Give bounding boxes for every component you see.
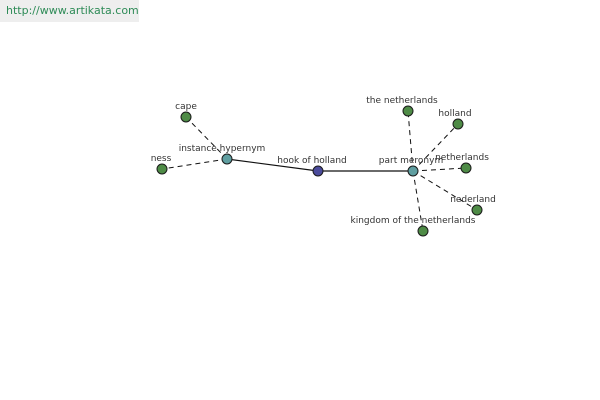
source-url-link[interactable]: http://www.artikata.com: [0, 0, 139, 22]
edge-meronym-netherlands: [412, 167, 467, 172]
edge-meronym-nederland: [412, 170, 478, 211]
edge-meronym-holland: [412, 123, 459, 172]
node-leaf-kingdom-of-the-netherlands[interactable]: [417, 225, 429, 237]
label-relation-part-meronym: part meronym: [379, 156, 443, 166]
node-leaf-netherlands[interactable]: [460, 162, 472, 174]
node-leaf-holland[interactable]: [452, 118, 464, 130]
node-relation-instance-hypernym[interactable]: [221, 153, 233, 165]
node-leaf-cape[interactable]: [180, 111, 192, 123]
edge-meronym-kingdom: [412, 170, 424, 232]
edge-hypernym-cape: [185, 116, 228, 160]
label-leaf-nederland: nederland: [450, 195, 496, 205]
label-leaf-netherlands: netherlands: [435, 153, 489, 163]
label-center-hook-of-holland: hook of holland: [277, 156, 346, 166]
node-relation-part-meronym[interactable]: [407, 165, 419, 177]
label-leaf-ness: ness: [151, 154, 172, 164]
node-center-hook-of-holland[interactable]: [312, 165, 324, 177]
label-leaf-the-netherlands: the netherlands: [366, 96, 438, 106]
label-leaf-cape: cape: [175, 102, 197, 112]
node-leaf-the-netherlands[interactable]: [402, 105, 414, 117]
label-leaf-holland: holland: [438, 109, 471, 119]
edge-meronym-the-netherlands: [407, 110, 414, 172]
label-relation-instance-hypernym: instance hypernym: [179, 144, 266, 154]
label-leaf-kingdom-of-the-netherlands: kingdom of the netherlands: [351, 216, 476, 226]
node-leaf-nederland[interactable]: [471, 204, 483, 216]
node-leaf-ness[interactable]: [156, 163, 168, 175]
edge-hypernym-ness: [161, 158, 228, 170]
edge-hypernym-center: [226, 158, 319, 172]
